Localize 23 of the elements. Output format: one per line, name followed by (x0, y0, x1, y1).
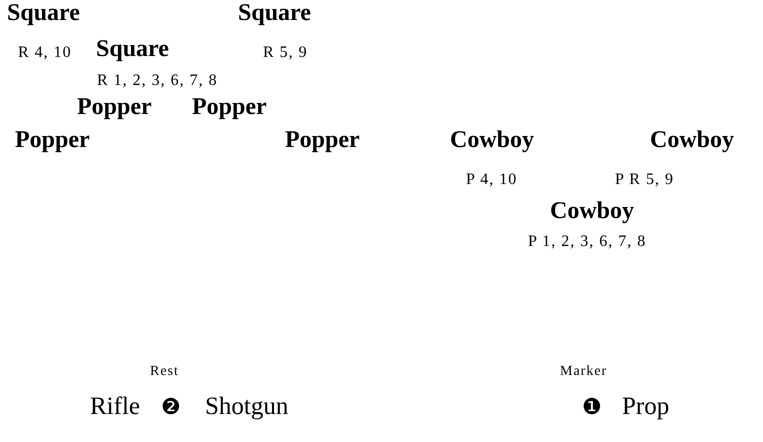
group-title: Square (96, 36, 169, 64)
column-heading: Marker (560, 364, 608, 380)
item-label: Prop (622, 393, 670, 422)
column-heading: Rest (150, 364, 179, 380)
range-label: P R 5, 9 (615, 171, 674, 190)
item-label: Shotgun (205, 393, 288, 422)
range-label: P 1, 2, 3, 6, 7, 8 (528, 233, 646, 252)
number-marker: ❷ (161, 395, 181, 420)
group-title: Popper (192, 94, 267, 122)
group-title: Popper (285, 127, 360, 155)
group-title: Cowboy (550, 198, 634, 226)
range-label: R 4, 10 (18, 44, 72, 62)
number-marker: ❶ (582, 395, 602, 420)
group-title: Square (238, 0, 311, 28)
group-title: Square (7, 0, 80, 28)
range-label: R 1, 2, 3, 6, 7, 8 (97, 72, 218, 90)
range-label: R 5, 9 (263, 44, 308, 62)
group-title: Popper (77, 94, 152, 122)
group-title: Cowboy (450, 127, 534, 155)
range-label: P 4, 10 (466, 171, 518, 190)
group-title: Cowboy (650, 127, 734, 155)
item-label: Rifle (90, 393, 140, 422)
group-title: Popper (15, 127, 90, 155)
